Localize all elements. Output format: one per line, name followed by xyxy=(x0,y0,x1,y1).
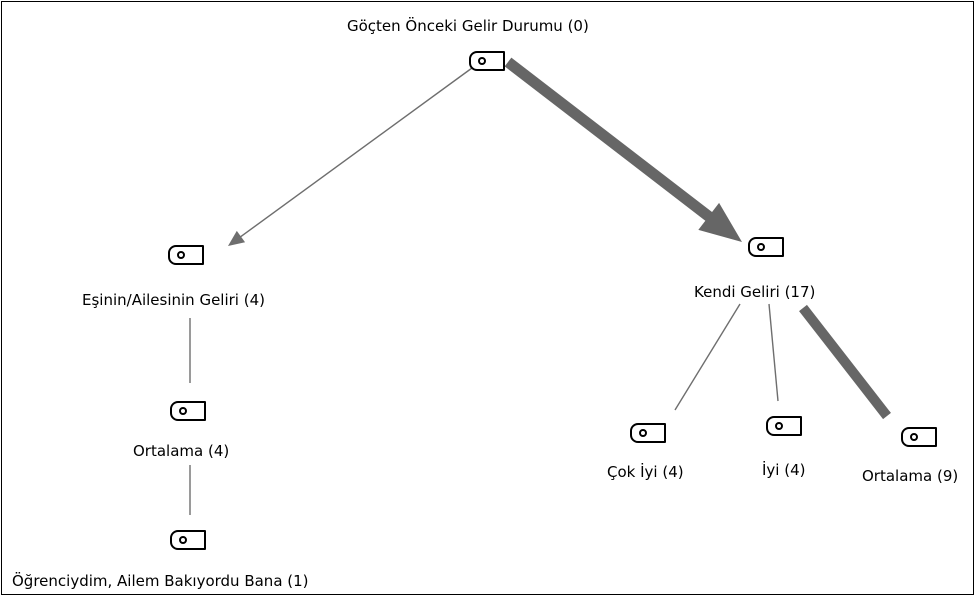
edge-kendi-ortalama-right xyxy=(799,304,891,420)
edge-kendi-cok-iyi xyxy=(674,303,741,411)
node-label-ortalama-right: Ortalama (9) xyxy=(862,467,959,485)
node-dot xyxy=(639,429,647,437)
arrowhead-root-esinin xyxy=(228,230,246,246)
node-label-esinin: Eşinin/Ailesinin Geliri (4) xyxy=(82,291,265,309)
node-icon-cok-iyi[interactable] xyxy=(630,423,666,443)
node-label-iyi: İyi (4) xyxy=(762,461,806,479)
node-label-cok-iyi: Çok İyi (4) xyxy=(607,463,684,481)
node-icon-kendi[interactable] xyxy=(748,237,784,257)
node-dot xyxy=(179,536,187,544)
node-dot xyxy=(757,243,765,251)
node-icon-root[interactable] xyxy=(469,51,505,71)
node-label-ogrenciydim: Öğrenciydim, Ailem Bakıyordu Bana (1) xyxy=(12,572,309,590)
node-icon-ogrenciydim[interactable] xyxy=(170,530,206,550)
node-label-ortalama-left: Ortalama (4) xyxy=(133,442,230,460)
node-dot xyxy=(179,407,187,415)
node-icon-iyi[interactable] xyxy=(766,416,802,436)
node-dot xyxy=(177,251,185,259)
edge-kendi-iyi xyxy=(768,303,779,402)
edge-root-esinin xyxy=(238,67,473,239)
arrowhead-root-kendi xyxy=(698,202,742,242)
node-icon-esinin[interactable] xyxy=(168,245,204,265)
node-label-kendi: Kendi Geliri (17) xyxy=(694,283,816,301)
node-icon-ortalama-left[interactable] xyxy=(170,401,206,421)
node-dot xyxy=(478,57,486,65)
node-dot xyxy=(910,433,918,441)
node-label-root: Göçten Önceki Gelir Durumu (0) xyxy=(347,17,589,35)
edge-root-kendi xyxy=(504,57,718,225)
node-icon-ortalama-right[interactable] xyxy=(901,427,937,447)
node-dot xyxy=(775,422,783,430)
